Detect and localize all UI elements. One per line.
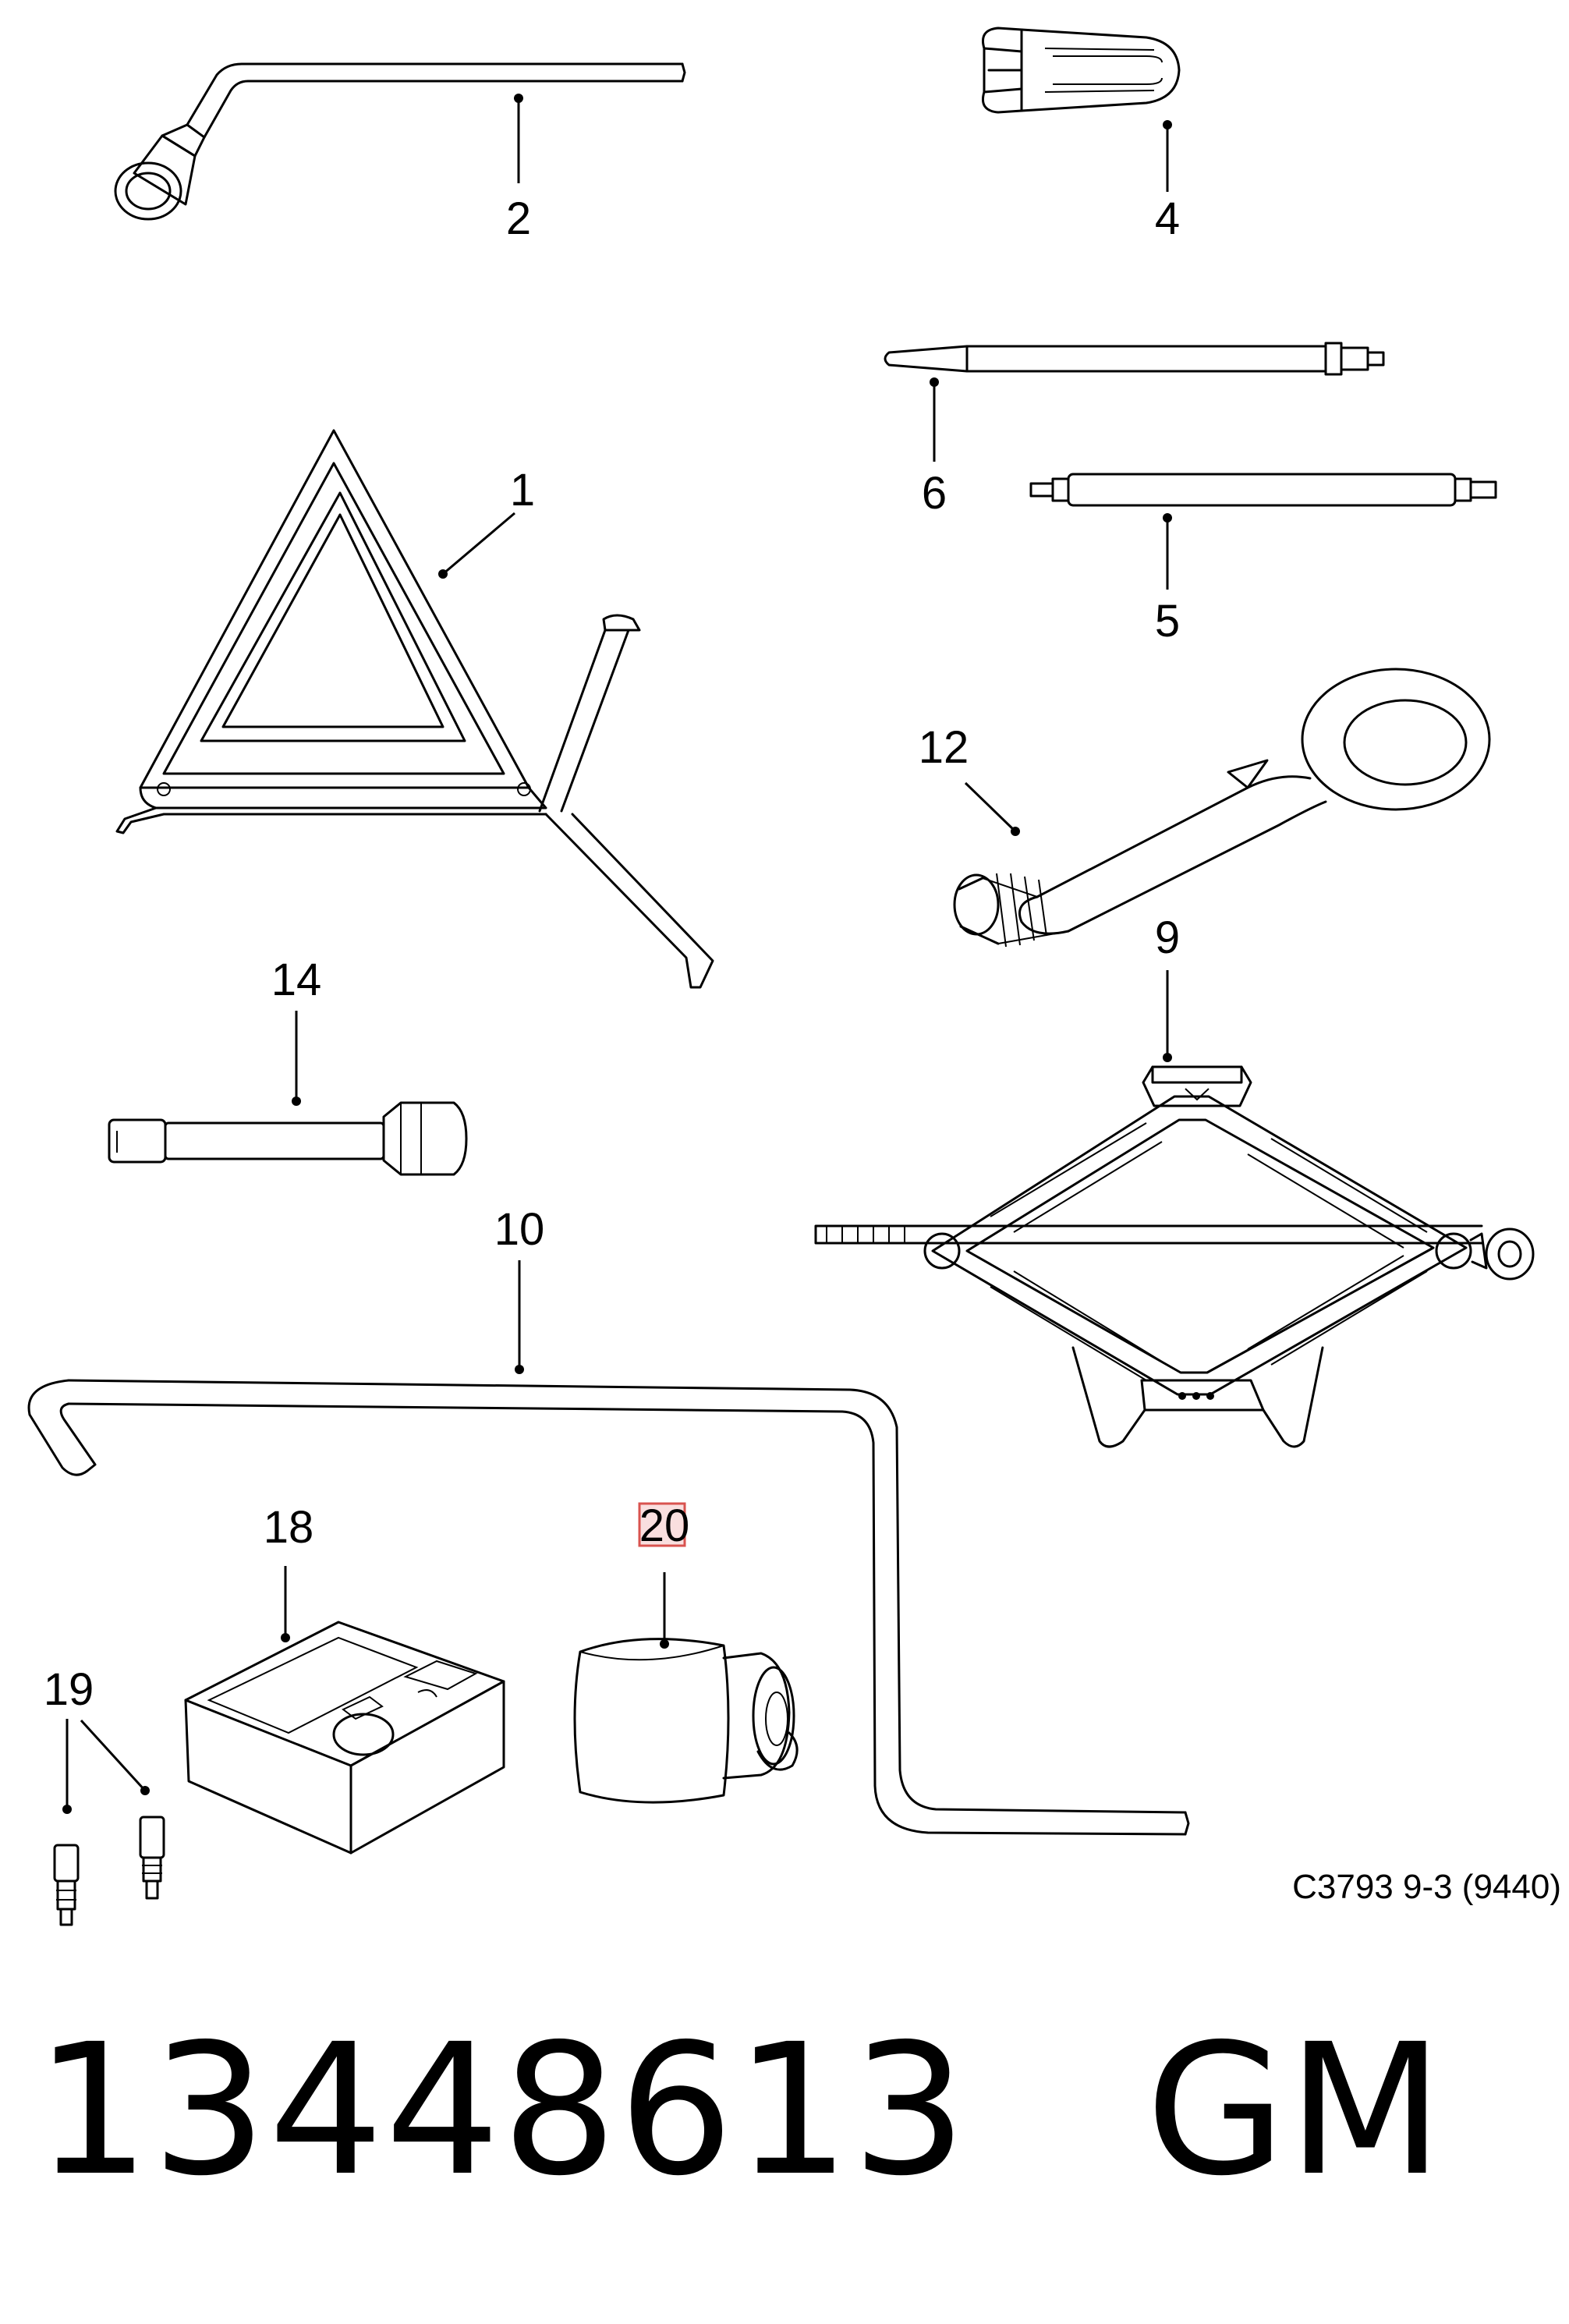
footer-part-number: 13448613 GM [35, 2020, 1445, 2201]
part-10-jack-handle [27, 1260, 1190, 1836]
part-9-scissor-jack [814, 970, 1535, 1448]
callout-5: 5 [1155, 596, 1180, 647]
callout-10: 10 [494, 1204, 545, 1255]
reference-code: C3793 9-3 (9440) [1292, 1868, 1561, 1906]
callout-labels: 2 4 6 1 5 12 9 14 10 18 20 19 [44, 193, 1180, 1715]
callout-14: 14 [271, 955, 322, 1005]
part-6-flat-bit [884, 342, 1385, 462]
part-number: 13448613 [35, 2005, 969, 2216]
part-19-valve-adapters [53, 1719, 165, 1926]
callout-6: 6 [922, 468, 947, 519]
callout-9: 9 [1155, 912, 1180, 963]
callout-4: 4 [1155, 193, 1180, 244]
part-4-screwdriver-handle [982, 27, 1181, 192]
callout-19: 19 [44, 1664, 94, 1715]
callout-18: 18 [264, 1502, 314, 1553]
part-1-warning-triangle [115, 429, 714, 989]
part-14-bolt-adapter [108, 1011, 468, 1176]
brand-name: GM [1146, 2005, 1446, 2216]
part-2-lug-wrench [114, 62, 686, 221]
part-20-sealant-bottle [573, 1502, 799, 1804]
callout-1: 1 [510, 465, 535, 515]
footer-spacer [969, 2005, 1146, 2216]
part-12-towing-eye [953, 668, 1491, 948]
callout-20: 20 [639, 1500, 690, 1551]
callout-2: 2 [506, 193, 531, 244]
callout-12: 12 [919, 722, 969, 773]
part-5-extension-bar [1029, 473, 1497, 590]
callout-20-highlight [638, 1502, 686, 1547]
part-18-compressor [184, 1566, 505, 1855]
